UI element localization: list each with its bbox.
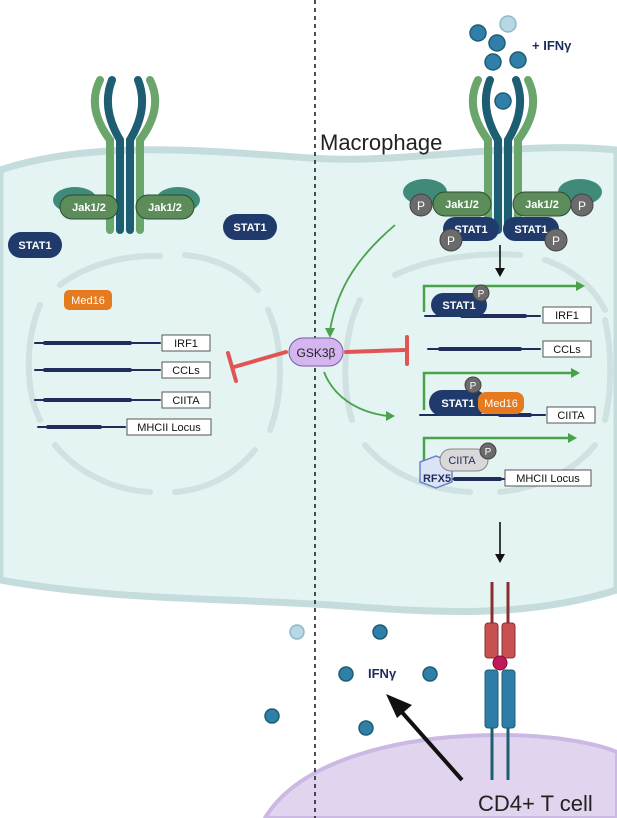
jak-label: Jak1/2: [525, 199, 559, 211]
gene-label: CCLs: [172, 365, 200, 377]
stat1-label: STAT1: [454, 224, 487, 236]
activation-arrow-from-gsk3b: [323, 371, 389, 417]
med16-label: Med16: [71, 295, 105, 307]
ifng-molecule: [484, 53, 502, 71]
ifng-molecule: [422, 666, 438, 682]
jak-label: Jak1/2: [148, 202, 182, 214]
stat1-right-b: STAT1: [503, 217, 559, 241]
gene-box-mhcii-right: MHCII Locus: [504, 469, 592, 487]
stat1-left-a: STAT1: [223, 214, 277, 240]
ifng-molecules-top: [469, 15, 527, 110]
gene-box-irf1-left: IRF1: [161, 334, 211, 352]
ifng-plus-label: + IFNγ: [532, 38, 572, 53]
phosphate-stat-a: P: [439, 228, 463, 252]
rfx5-label: RFX5: [423, 473, 451, 485]
gene-label: MHCII Locus: [137, 422, 201, 434]
phosphate-label: P: [417, 199, 425, 213]
gene-label: CIITA: [172, 395, 200, 407]
promoter-arrow-mhcii: [422, 433, 577, 470]
gene-box-irf1-right: IRF1: [542, 306, 592, 324]
gsk3b-label: GSK3β: [297, 346, 336, 360]
phosphate-small: [479, 442, 497, 460]
arrowhead: [386, 411, 395, 421]
stat1-label: STAT1: [18, 240, 51, 252]
gene-box-ccls-right: CCLs: [542, 340, 592, 358]
gene-label: MHCII Locus: [516, 473, 580, 485]
stat1-label: STAT1: [233, 222, 266, 234]
ifng-molecule: [469, 24, 487, 42]
ifng-label: IFNγ: [368, 666, 397, 681]
jak-right-b: Jak1/2: [512, 179, 602, 217]
gene-box-ciita-right: CIITA: [546, 406, 596, 424]
gene-label: IRF1: [555, 310, 579, 322]
phosphate-small: [472, 284, 490, 302]
gene-box-mhcii-left: MHCII Locus: [126, 418, 212, 436]
secretion-arrow: [398, 708, 464, 782]
stat1-med16-ciita-promoter: STAT1 P Med16: [429, 376, 524, 416]
ifng-molecule: [372, 624, 388, 640]
stat1-label: STAT1: [514, 224, 547, 236]
phosphate-label: P: [578, 199, 586, 213]
arrowhead: [325, 328, 335, 338]
jak-label: Jak1/2: [445, 199, 479, 211]
tcell-body: [262, 732, 617, 818]
rfx5-ciita-complex: RFX5 CIITA P: [419, 442, 497, 489]
phosphate-jak-a: P: [409, 193, 433, 217]
gsk3b-node: GSK3β: [288, 337, 344, 367]
med16-left: Med16: [64, 290, 112, 310]
mhcii-tcr-complex: [484, 582, 516, 780]
gene-label: IRF1: [174, 338, 198, 350]
med16-label: Med16: [484, 398, 518, 410]
phosphate-jak-b: P: [570, 193, 594, 217]
ifng-molecule: [289, 624, 305, 640]
receptor-left: [90, 76, 160, 234]
ifng-molecule: [494, 92, 512, 110]
phosphate-label: P: [552, 234, 560, 248]
ifng-molecule: [488, 34, 506, 52]
gene-box-ccls-left: CCLs: [161, 361, 211, 379]
promoter-arrow-irf1: [422, 281, 585, 312]
phosphate-label: P: [478, 289, 485, 300]
phosphate-label: P: [447, 234, 455, 248]
stat1-label: STAT1: [442, 300, 475, 312]
inhibition-right: [344, 335, 409, 366]
inhibition-left: [226, 350, 288, 383]
activation-arrow-to-gsk3b: [329, 224, 396, 331]
jak-left-b: Jak1/2: [135, 187, 200, 220]
ifng-molecule: [499, 15, 517, 33]
phosphate-stat-b: P: [544, 228, 568, 252]
arrowhead: [495, 268, 505, 277]
jak-left-a: Jak1/2: [53, 187, 119, 220]
arrowhead: [386, 694, 412, 718]
stat1-irf1-promoter: STAT1 P: [431, 284, 490, 317]
gene-label: CIITA: [557, 410, 585, 422]
nucleus-left: [25, 252, 283, 495]
receptor-right: [468, 76, 538, 234]
gene-box-ciita-left: CIITA: [161, 391, 211, 409]
jak-label: Jak1/2: [72, 202, 106, 214]
ifng-molecule: [338, 666, 354, 682]
stat1-label: STAT1: [441, 398, 474, 410]
phosphate-label: P: [470, 381, 477, 392]
ciita-protein-label: CIITA: [448, 455, 476, 467]
phosphate-small: [464, 376, 482, 394]
ifng-molecules-bottom: [264, 624, 438, 736]
peptide-antigen: [492, 655, 508, 671]
ifng-molecule: [509, 51, 527, 69]
arrowhead: [495, 554, 505, 563]
macrophage-label: Macrophage: [320, 130, 442, 155]
gene-label: CCLs: [553, 344, 581, 356]
dna-left: [34, 341, 161, 429]
ifng-molecule: [358, 720, 374, 736]
promoter-arrow-ciita: [422, 368, 580, 410]
ifng-molecule: [264, 708, 280, 724]
stat1-left-b: STAT1: [8, 232, 62, 258]
tcell-label: CD4+ T cell: [478, 791, 593, 816]
phosphate-label: P: [485, 447, 492, 458]
